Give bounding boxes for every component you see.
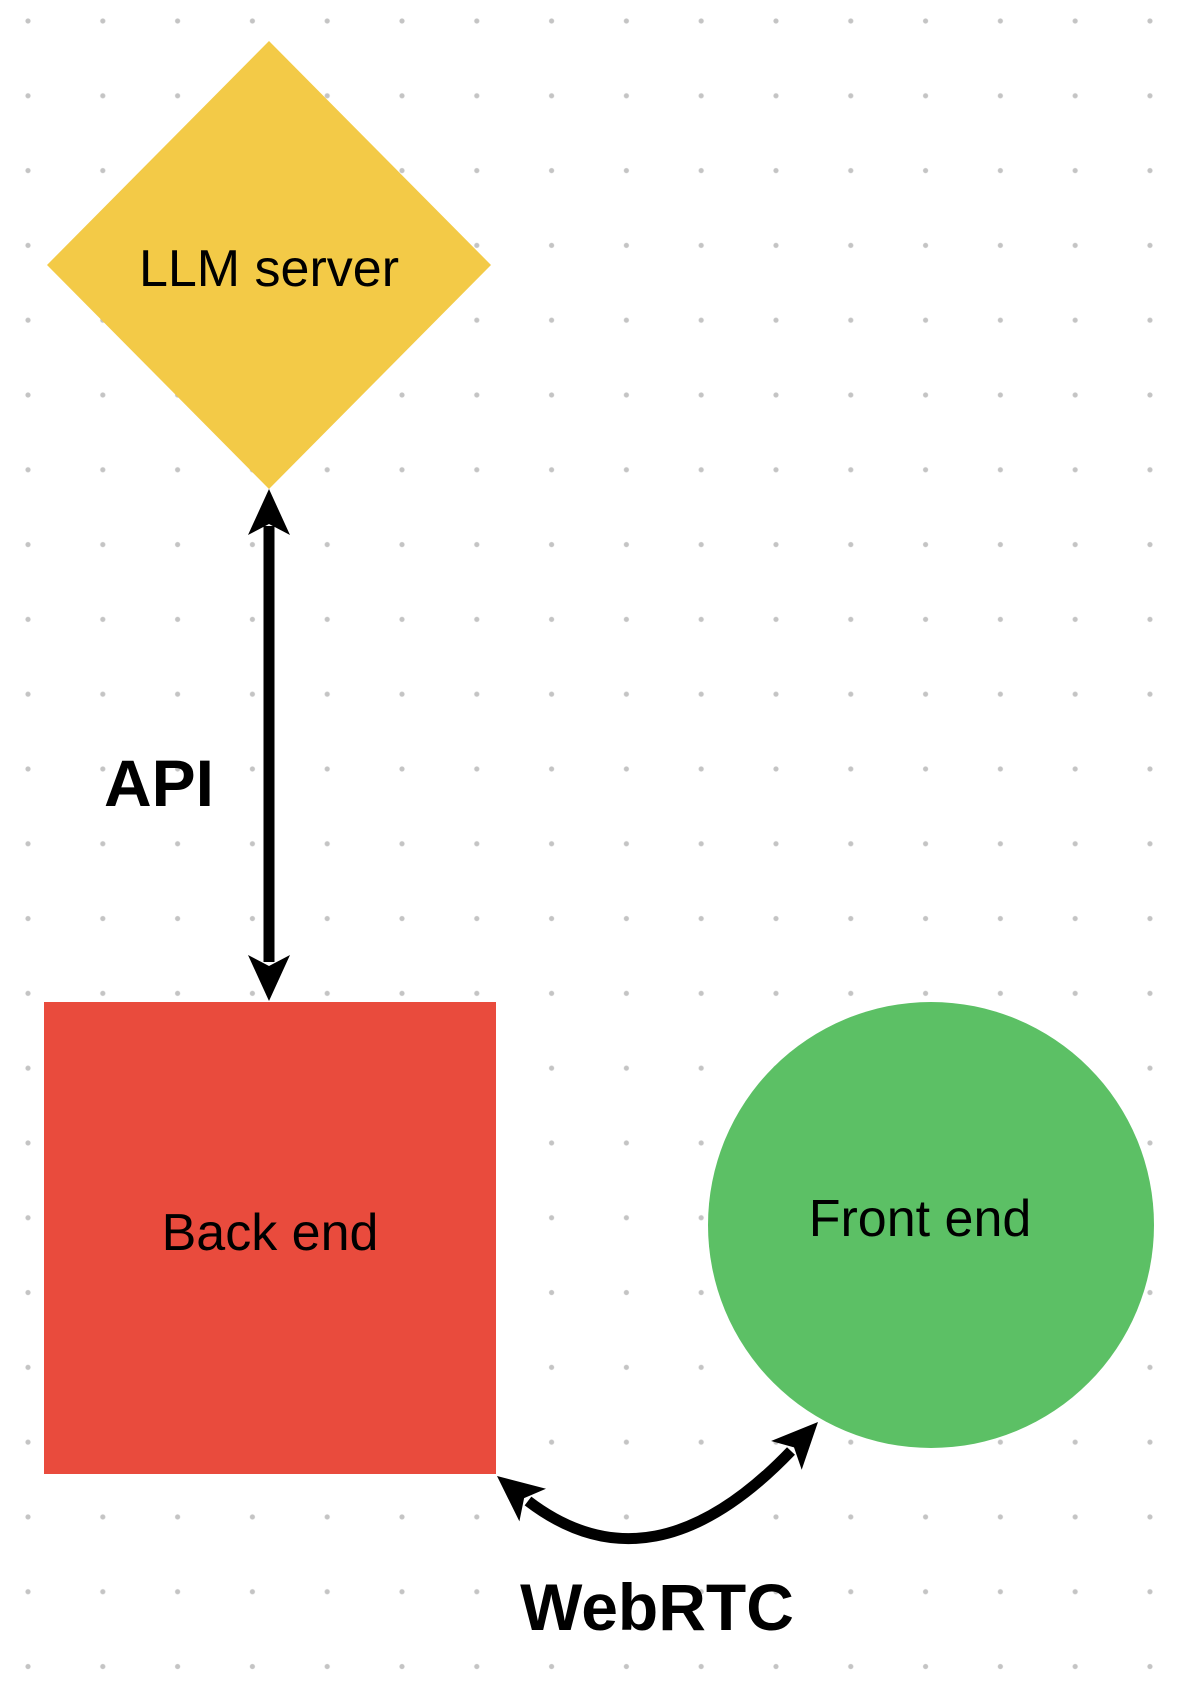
edge-webrtc-shaft[interactable] [524,1447,795,1544]
node-label-llm-server: LLM server [139,240,399,298]
edge-webrtc-arrowhead-right [771,1422,818,1470]
edge-label-webrtc: WebRTC [520,1570,794,1644]
square-shape[interactable] [44,1002,496,1474]
node-label-back-end: Back end [162,1204,379,1262]
node-label-front-end: Front end [809,1190,1032,1248]
edge-webrtc-arrowhead-left [497,1476,546,1522]
edge-api-arrowhead-top [248,489,290,535]
edge-api[interactable]: API [104,489,290,1001]
edge-api-arrowhead-bottom [248,955,290,1001]
node-front-end[interactable]: Front end [708,1002,1154,1448]
circle-shape[interactable] [708,1002,1154,1448]
diamond-shape[interactable] [47,41,491,489]
edge-label-api: API [104,746,214,820]
edge-webrtc[interactable]: WebRTC [497,1422,818,1644]
node-llm-server[interactable]: LLM server [47,41,491,489]
node-back-end[interactable]: Back end [44,1002,496,1474]
